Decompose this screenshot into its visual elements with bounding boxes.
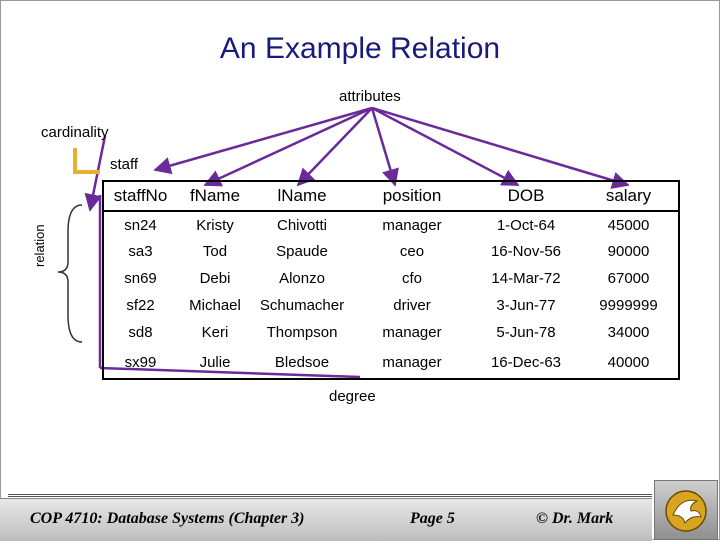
footer-author: © Dr. Mark [536, 510, 614, 527]
table-cell: Kristy [196, 216, 234, 234]
header-position: position [351, 180, 473, 212]
table-cell: Keri [201, 324, 229, 341]
table-cell: 90000 [579, 238, 680, 265]
degree-label: degree [329, 388, 376, 405]
table-cell: Debi [199, 270, 231, 287]
arrow-to-fname [203, 106, 373, 187]
header-salary: salary [579, 180, 680, 212]
table-cell: 40000 [579, 346, 680, 380]
footer-divider [8, 494, 652, 497]
table-cell: driver [393, 297, 431, 314]
footer-course: COP 4710: Database Systems (Chapter 3) [30, 510, 305, 527]
table-cell: 16-Nov-56 [490, 243, 562, 260]
header-staffno: staffNo [102, 180, 177, 212]
table-cell: 34000 [579, 319, 680, 346]
table-row: sf22 Michael Schumacher driver 3-Jun-77 … [102, 292, 680, 319]
header-dob: DOB [473, 180, 579, 212]
header-lname: lName [253, 180, 351, 212]
table-cell: 14-Mar-72 [491, 270, 561, 287]
table-cell: Alonzo [279, 270, 325, 287]
staff-relation-table: staffNo fName lName position DOB salary … [102, 180, 680, 380]
table-cell: 3-Jun-77 [496, 297, 556, 314]
table-row: sn24 Kristy Chivotti manager 1-Oct-64 45… [102, 211, 680, 238]
table-row: sd8 Keri Thompson manager 5-Jun-78 34000 [102, 319, 680, 346]
table-cell: sd8 [102, 319, 177, 346]
table-cell: manager [382, 216, 442, 234]
table-cell: 9999999 [579, 292, 680, 319]
slide-title: An Example Relation [219, 32, 501, 65]
table-cell: Thompson [266, 324, 338, 341]
cardinality-label: cardinality [41, 124, 109, 141]
table-cell: ceo [399, 243, 425, 260]
table-cell: manager [382, 324, 442, 341]
table-cell: Schumacher [259, 297, 345, 314]
relation-brace [57, 204, 83, 343]
header-fname: fName [177, 180, 253, 212]
table-cell: manager [351, 346, 473, 380]
table-cell: Michael [189, 297, 241, 314]
table-cell: Spaude [276, 243, 328, 260]
table-cell: Chivotti [276, 216, 328, 234]
arrow-to-salary [371, 106, 630, 189]
table-cell: cfo [401, 270, 422, 287]
table-cell: Bledsoe [253, 346, 351, 380]
footer-page: Page 5 [410, 510, 455, 527]
arrow-to-staff [153, 106, 373, 175]
table-cell: 16-Dec-63 [473, 346, 579, 380]
staff-label: staff [110, 156, 139, 173]
relation-label: relation [32, 224, 47, 267]
table-cell: 1-Oct-64 [496, 216, 556, 234]
header-row: staffNo fName lName position DOB salary [102, 180, 680, 212]
table-cell: sx99 [102, 346, 177, 380]
ucf-pegasus-logo-icon [654, 480, 718, 540]
arrow-to-dob [371, 106, 520, 187]
table-cell: sf22 [102, 292, 177, 319]
table-cell: sa3 [102, 238, 177, 265]
cardinality-bracket [73, 148, 100, 174]
table-cell: Tod [202, 243, 228, 260]
table-cell: 5-Jun-78 [496, 324, 556, 341]
attributes-label: attributes [339, 88, 401, 105]
table-cell: Julie [177, 346, 253, 380]
table-row: sn69 Debi Alonzo cfo 14-Mar-72 67000 [102, 265, 680, 292]
footer-bar [0, 498, 652, 541]
table-row: sa3 Tod Spaude ceo 16-Nov-56 90000 [102, 238, 680, 265]
arrow-to-lname [296, 107, 373, 187]
arrow-to-position [370, 107, 399, 187]
table-cell: sn69 [102, 265, 177, 292]
table-cell: sn24 [102, 211, 177, 238]
table-cell: 45000 [579, 211, 680, 238]
table-cell: 67000 [579, 265, 680, 292]
table-row: sx99 Julie Bledsoe manager 16-Dec-63 400… [102, 346, 680, 380]
